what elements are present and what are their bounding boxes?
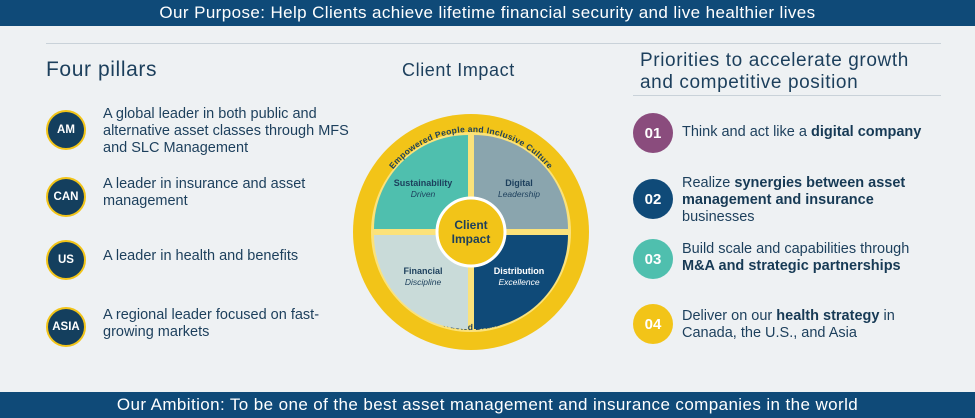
quadrant-digital: [474, 135, 568, 229]
priority-02: 02 Realize synergies between asset manag…: [633, 175, 933, 225]
priorities-title: Priorities to accelerate growth and comp…: [640, 50, 909, 94]
quadrant-subtitle: Leadership: [498, 189, 540, 199]
priority-text-part: Realize: [682, 175, 735, 191]
center-label-line2: Impact: [452, 232, 491, 246]
priority-highlight: M&A and strategic partnerships: [682, 258, 901, 274]
quadrant-financial: [374, 235, 468, 329]
priority-number: 01: [633, 113, 673, 153]
pillar-text: A leader in insurance and asset manageme…: [103, 176, 306, 209]
priority-text-part: Deliver on our: [682, 308, 777, 324]
quadrant-subtitle: Discipline: [405, 277, 442, 287]
pillar-badge: ASIA: [46, 307, 86, 347]
ambition-banner: Our Ambition: To be one of the best asse…: [0, 392, 975, 418]
priority-text-part: in Canada, the U.S., and Asia: [682, 308, 895, 341]
priority-highlight: health strategy: [776, 308, 880, 324]
purpose-banner: Our Purpose: Help Clients achieve lifeti…: [0, 0, 975, 26]
quadrant-title: Digital: [505, 178, 533, 188]
priority-text: Think and act like a digital company: [682, 124, 932, 141]
priorities-divider: [633, 95, 941, 96]
impact-title: Client Impact: [402, 60, 515, 80]
priority-04: 04 Deliver on our health strategy in Can…: [633, 304, 933, 354]
pillar-badge: CAN: [46, 177, 86, 217]
priority-highlight: digital company: [810, 124, 922, 140]
priority-text: Build scale and capabilities through M&A…: [682, 241, 932, 275]
pillar-text: A regional leader focused on fast-growin…: [103, 307, 320, 340]
pillar-asia: ASIA A regional leader focused on fast-g…: [46, 303, 366, 353]
quadrant-distribution: [474, 235, 568, 329]
quadrant-title: Distribution: [494, 266, 545, 276]
pillar-am: AM A global leader in both public and al…: [46, 106, 366, 156]
priority-text-part: businesses: [682, 209, 755, 225]
priority-01: 01 Think and act like a digital company: [633, 113, 933, 163]
priority-number: 02: [633, 179, 673, 219]
priorities-title-line2: and competitive position: [640, 72, 859, 93]
pillar-text: A global leader in both public and alter…: [103, 106, 349, 156]
priority-highlight: synergies between asset management and i…: [682, 175, 906, 208]
priority-text: Realize synergies between asset manageme…: [682, 175, 932, 226]
pillar-us: US A leader in health and benefits: [46, 236, 366, 286]
quadrant-subtitle: Excellence: [498, 277, 539, 287]
pillar-can: CAN A leader in insurance and asset mana…: [46, 173, 366, 223]
priority-text-part: Think and act like a: [682, 124, 811, 140]
quadrant-subtitle: Driven: [411, 189, 436, 199]
center-label-line1: Client: [454, 218, 487, 232]
center-circle: [435, 196, 507, 268]
priorities-title-line1: Priorities to accelerate growth: [640, 50, 909, 71]
priority-number: 03: [633, 239, 673, 279]
pillar-text: A leader in health and benefits: [103, 248, 299, 264]
priority-03: 03 Build scale and capabilities through …: [633, 239, 933, 289]
pillar-badge: AM: [46, 110, 86, 150]
quadrant-title: Sustainability: [394, 178, 453, 188]
priority-number: 04: [633, 304, 673, 344]
quadrant-title: Financial: [403, 266, 442, 276]
priority-text: Deliver on our health strategy in Canada…: [682, 308, 932, 342]
quadrant-sustainability: [374, 135, 468, 229]
priority-text-part: Build scale and capabilities through: [682, 241, 910, 257]
client-impact-wheel: Empowered People and Inclusive Culture T…: [353, 114, 589, 350]
top-divider: [46, 43, 941, 44]
pillar-badge: US: [46, 240, 86, 280]
pillars-title: Four pillars: [46, 58, 158, 81]
